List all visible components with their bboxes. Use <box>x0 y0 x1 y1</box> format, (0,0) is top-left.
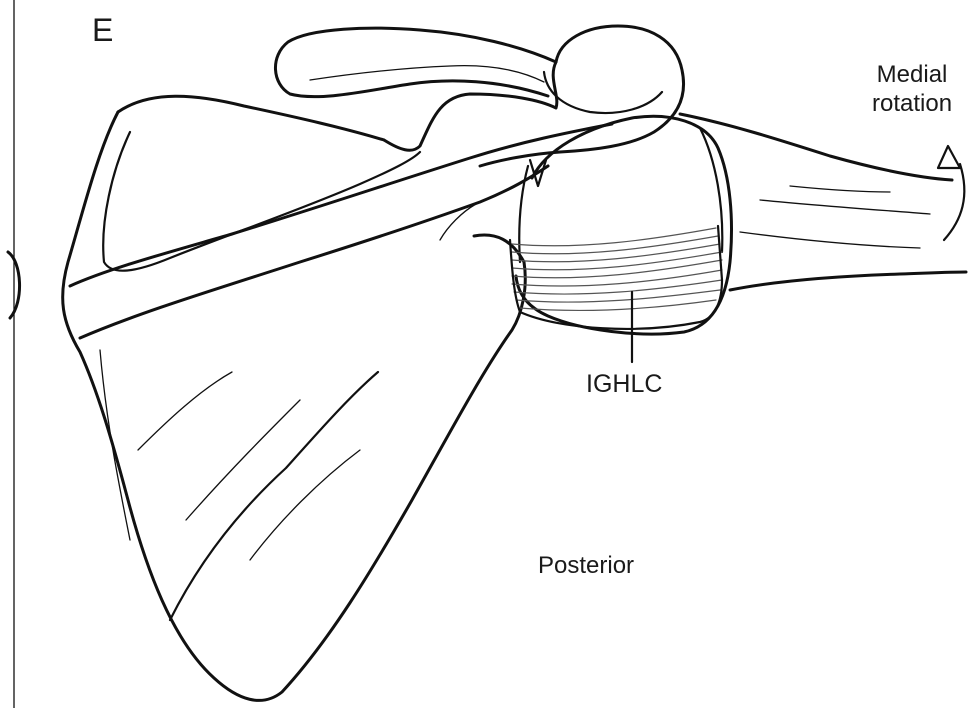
scapula-ridge-2 <box>138 372 232 450</box>
clavicle-inner <box>310 66 544 82</box>
humeral-shaft-upper <box>680 114 952 180</box>
clavicle <box>275 28 556 96</box>
acromion-inner <box>544 72 662 113</box>
curved-rotation-arrow-icon <box>938 146 964 240</box>
scapula-ridge-6 <box>250 450 360 560</box>
humeral-shaft-line-3 <box>790 186 890 192</box>
humeral-shaft-line-2 <box>740 232 920 248</box>
ighlc-label: IGHLC <box>586 370 662 399</box>
scapula-ridge-3 <box>170 372 378 620</box>
scapular-spine-lower <box>80 166 548 338</box>
humeral-shaft-lower <box>730 272 966 290</box>
acromion <box>384 26 684 166</box>
scapula-ridge-1 <box>100 350 130 540</box>
medial-rotation-label: Medial rotation <box>872 60 952 118</box>
humeral-shaft-line-1 <box>760 200 930 214</box>
medial-rotation-line-1: Medial <box>872 60 952 89</box>
panel-letter: E <box>92 12 113 49</box>
medial-rotation-line-2: rotation <box>872 89 952 118</box>
scapula-ridge-4 <box>186 400 300 520</box>
supraspinous-fossa <box>103 132 420 271</box>
scapula-superior-border <box>118 96 384 140</box>
posterior-view-label: Posterior <box>538 552 634 580</box>
